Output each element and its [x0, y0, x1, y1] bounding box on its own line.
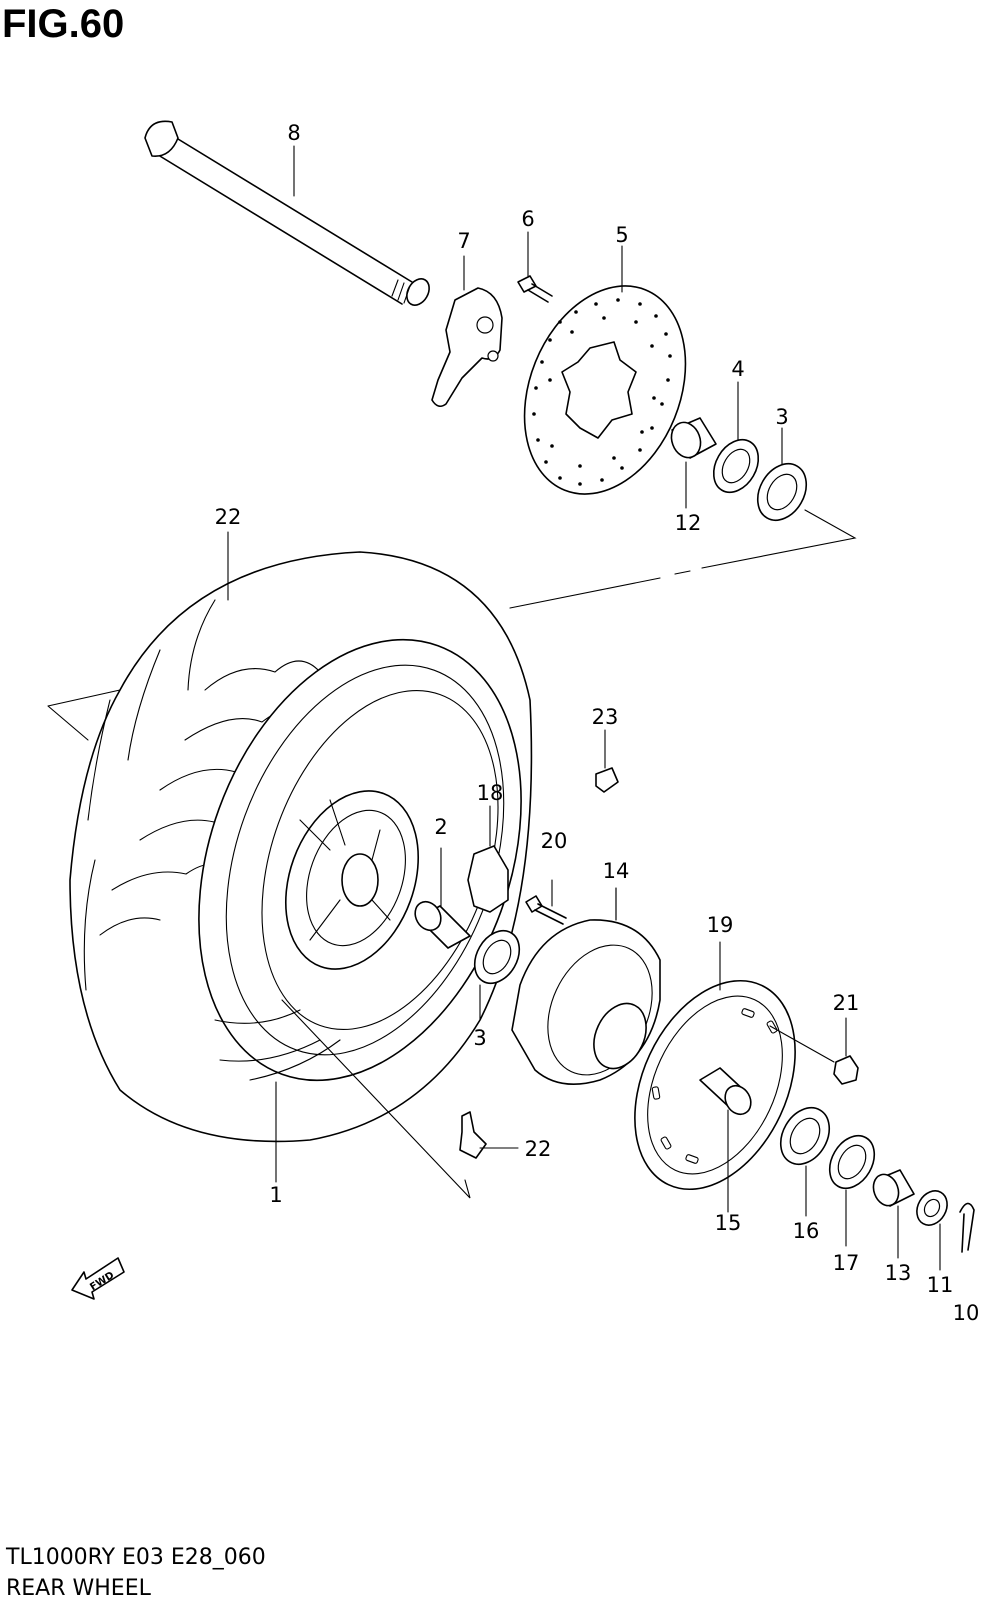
callout-5: 5 [615, 223, 628, 247]
cotter-pin-part-9[interactable] [959, 1202, 975, 1253]
caliper-bracket-part[interactable] [431, 287, 503, 408]
spacer-part-12[interactable] [869, 1169, 915, 1259]
callout-12: 13 [885, 1261, 912, 1285]
ref-line-upper-assembly [509, 509, 857, 609]
ref-line-21-triangle [47, 689, 121, 741]
cush-rubber-part-17[interactable] [467, 805, 509, 913]
axle-part[interactable] [144, 120, 434, 309]
callout-1: 1 [269, 1183, 282, 1207]
spacer-part-14[interactable] [699, 1067, 756, 1213]
callout-15: 16 [793, 1219, 820, 1243]
callout-21: 22 [215, 505, 242, 529]
bearing-part-3-lower[interactable] [466, 923, 529, 1021]
callout-6: 6 [521, 207, 534, 231]
nut-part-20[interactable] [769, 1017, 859, 1085]
callout-22-label: 22 [525, 1137, 552, 1161]
oil-seal-part-4[interactable] [705, 432, 768, 500]
callout-16: 17 [833, 1251, 860, 1275]
section-name: REAR WHEEL [6, 1576, 151, 1601]
bolt-part-19[interactable] [525, 879, 567, 925]
callout-4: 4 [731, 357, 744, 381]
callout-10: 11 [927, 1273, 954, 1297]
model-code: TL1000RY E03 E28_060 [6, 1545, 266, 1570]
clip-part-23[interactable] [595, 729, 619, 793]
callout-8: 8 [287, 121, 300, 145]
spacer-part-2[interactable] [410, 847, 471, 949]
callout-2: 2 [434, 815, 447, 839]
figure-title: FIG.60 [2, 2, 125, 46]
tire-valve-part-22[interactable] [459, 1111, 519, 1159]
brake-disc-part[interactable] [495, 262, 715, 518]
callout-20: 21 [833, 991, 860, 1015]
ref-line-22-triangle [281, 999, 471, 1199]
bearing-part-3-upper[interactable] [748, 455, 816, 529]
spacer-part-11[interactable] [667, 417, 717, 462]
callout-23: 23 [592, 705, 619, 729]
bearing-part-15[interactable] [771, 1099, 839, 1217]
fwd-arrow-icon: FWD [71, 1257, 125, 1300]
callout-18: 19 [707, 913, 734, 937]
brake-disc-screw-part[interactable] [517, 275, 553, 303]
callout-9: 10 [953, 1301, 980, 1325]
callout-3-lower: 3 [473, 1026, 486, 1050]
callout-19: 20 [541, 829, 568, 853]
oil-seal-part-16[interactable] [821, 1128, 884, 1247]
sprocket-mounting-drum-part-13[interactable] [511, 887, 672, 1092]
callout-7: 7 [457, 229, 470, 253]
castle-nut-part-10[interactable] [911, 1185, 953, 1271]
callout-14: 15 [715, 1211, 742, 1235]
callout-13: 14 [603, 859, 630, 883]
callout-3-upper: 3 [775, 405, 788, 429]
rear-wheel-rim-part[interactable] [141, 594, 579, 1125]
callout-11: 12 [675, 511, 702, 535]
callout-17: 18 [477, 781, 504, 805]
